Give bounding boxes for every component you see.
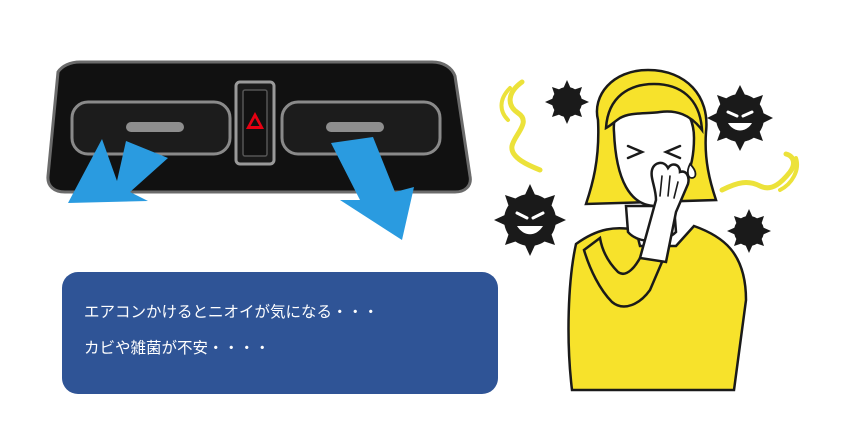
germ-smiling-left-icon — [494, 184, 566, 256]
woman-covering-nose — [567, 68, 748, 392]
airflow-arrows — [68, 137, 414, 240]
vent-fin-left — [126, 122, 184, 132]
odor-wave-right-tail-icon — [778, 156, 799, 192]
woman-eye-right-icon — [662, 144, 682, 160]
germ-small-right-icon — [727, 209, 771, 253]
odor-wave-left-tail-icon — [499, 86, 512, 122]
odor-wave-right-icon — [719, 151, 796, 193]
hazard-icon — [246, 112, 264, 129]
germ-small-top-icon — [545, 80, 589, 124]
sweat-drop-icon — [686, 162, 697, 179]
germs — [494, 80, 773, 256]
caption-box: エアコンかけるとニオイが気になる・・・ カビや雑菌が不安・・・・ — [62, 272, 498, 394]
airflow-arrow-right-icon — [331, 137, 414, 240]
caption-line-2: カビや雑菌が不安・・・・ — [84, 339, 271, 357]
woman-eye-left-icon — [626, 144, 646, 160]
caption-line-1: エアコンかけるとニオイが気になる・・・ — [84, 303, 379, 321]
odor-waves — [499, 79, 799, 193]
woman-hair-bangs — [604, 82, 704, 135]
vent-fin-right — [326, 122, 384, 132]
germ-smiling-right-icon — [707, 85, 773, 151]
odor-wave-left-icon — [507, 79, 543, 173]
airflow-arrow-left-icon — [68, 139, 168, 203]
